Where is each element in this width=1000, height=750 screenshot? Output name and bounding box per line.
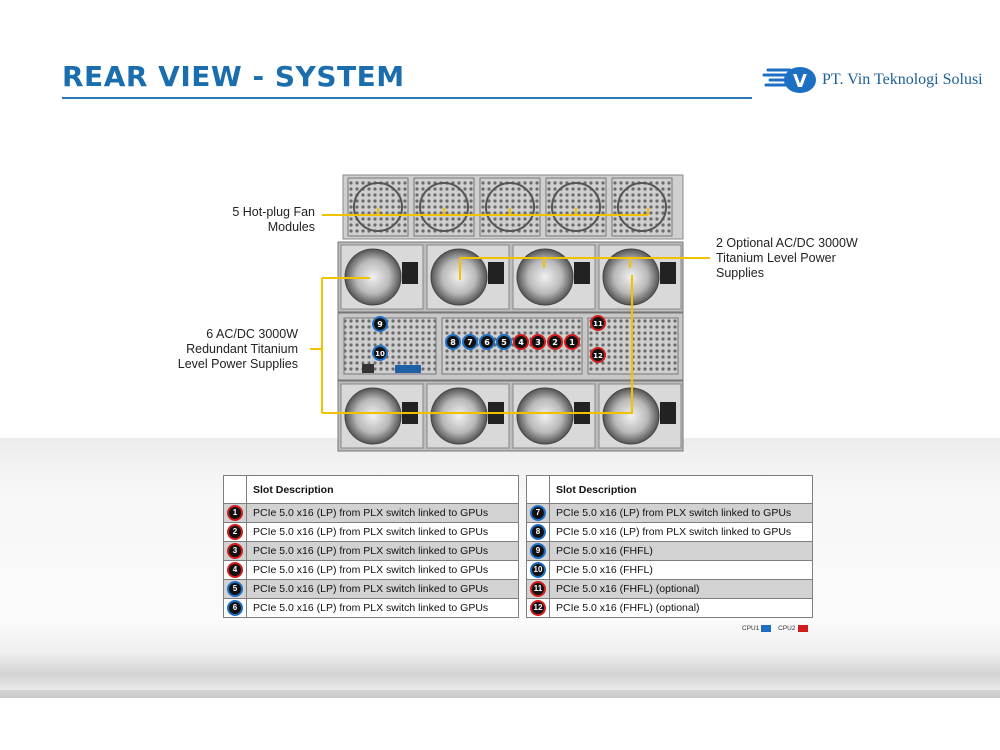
power-supply [512, 244, 596, 310]
power-supply [426, 244, 510, 310]
power-supply [340, 244, 424, 310]
power-supply [598, 244, 682, 310]
slot-badge: 9 [532, 545, 544, 558]
power-supply [512, 383, 596, 449]
server-badge: 5 [496, 334, 512, 350]
slot-badge: 6 [229, 602, 241, 615]
server-badge: 8 [445, 334, 461, 350]
fan-module [347, 177, 409, 237]
cloud-logo-icon: V [762, 67, 816, 93]
server-badge: 11 [590, 315, 606, 331]
title-underline [62, 97, 752, 99]
slot-badge: 12 [532, 602, 544, 615]
svg-text:12: 12 [593, 352, 603, 360]
legend-cpu2-swatch [797, 625, 808, 632]
table-header: Slot Description [246, 475, 519, 504]
callout-lines [310, 208, 710, 414]
fan-module [479, 177, 541, 237]
fan-module [545, 177, 607, 237]
pcie-io-section [337, 312, 684, 381]
legend-cpu2-label: CPU2 [778, 625, 796, 633]
company-name: PT. Vin Teknologi Solusi [822, 71, 983, 88]
slot-badge: 7 [532, 507, 544, 520]
slot-badge: 2 [229, 526, 241, 539]
page-title: REAR VIEW - SYSTEM [62, 60, 405, 93]
svg-text:2: 2 [552, 338, 558, 347]
server-slot-badges: 9 10 8 7 6 5 4 3 2 1 11 12 [372, 315, 606, 363]
svg-text:5: 5 [501, 338, 507, 347]
server-badge: 2 [547, 334, 563, 350]
server-badge: 6 [479, 334, 495, 350]
redundant-psu-callout-line [310, 275, 633, 414]
svg-text:4: 4 [518, 338, 524, 347]
svg-text:1: 1 [569, 338, 575, 347]
server-badge: 7 [462, 334, 478, 350]
legend-cpu1-swatch [761, 625, 772, 632]
slot-badge: 4 [229, 564, 241, 577]
table-header: Slot Description [549, 475, 813, 504]
company-logo: V PT. Vin Teknologi Solusi [760, 62, 985, 96]
vga-port [395, 365, 421, 373]
server-badge: 3 [530, 334, 546, 350]
slot-badge: 8 [532, 526, 544, 539]
svg-text:9: 9 [377, 320, 383, 329]
lan-port [362, 364, 374, 373]
svg-text:11: 11 [593, 320, 603, 328]
cpu-legend: CPU1 CPU2 [742, 625, 813, 632]
svg-text:8: 8 [450, 338, 456, 347]
slot-badge: 3 [229, 545, 241, 558]
slot-badge: 11 [532, 583, 544, 596]
fan-module [413, 177, 475, 237]
fan-modules-callout: 5 Hot-plug Fan Modules [232, 205, 315, 234]
power-supply [426, 383, 510, 449]
logo-letter: V [793, 71, 807, 92]
slot-badge: 5 [229, 583, 241, 596]
legend-cpu1-label: CPU1 [742, 625, 760, 633]
slot-badge: 10 [532, 564, 544, 577]
power-supply [598, 383, 682, 449]
server-badge: 9 [372, 316, 388, 332]
server-badge: 1 [564, 334, 580, 350]
floor-edge [0, 650, 1000, 690]
svg-text:10: 10 [375, 350, 385, 358]
server-badge: 10 [372, 345, 388, 361]
redundant-psu-callout: 6 AC/DC 3000W Redundant Titanium Level P… [177, 327, 298, 371]
psu-row-top [337, 241, 684, 313]
server-badge: 12 [590, 347, 606, 363]
power-supply [340, 383, 424, 449]
fan-module [611, 177, 673, 237]
optional-psu-callout-line [459, 257, 710, 280]
svg-text:7: 7 [467, 338, 473, 347]
optional-psu-callout: 2 Optional AC/DC 3000W Titanium Level Po… [716, 236, 858, 280]
svg-text:3: 3 [535, 338, 541, 347]
svg-text:6: 6 [484, 338, 490, 347]
fan-tray [342, 174, 684, 240]
server-badge: 4 [513, 334, 529, 350]
slot-badge: 1 [229, 507, 241, 520]
fan-callout-line [322, 208, 649, 216]
